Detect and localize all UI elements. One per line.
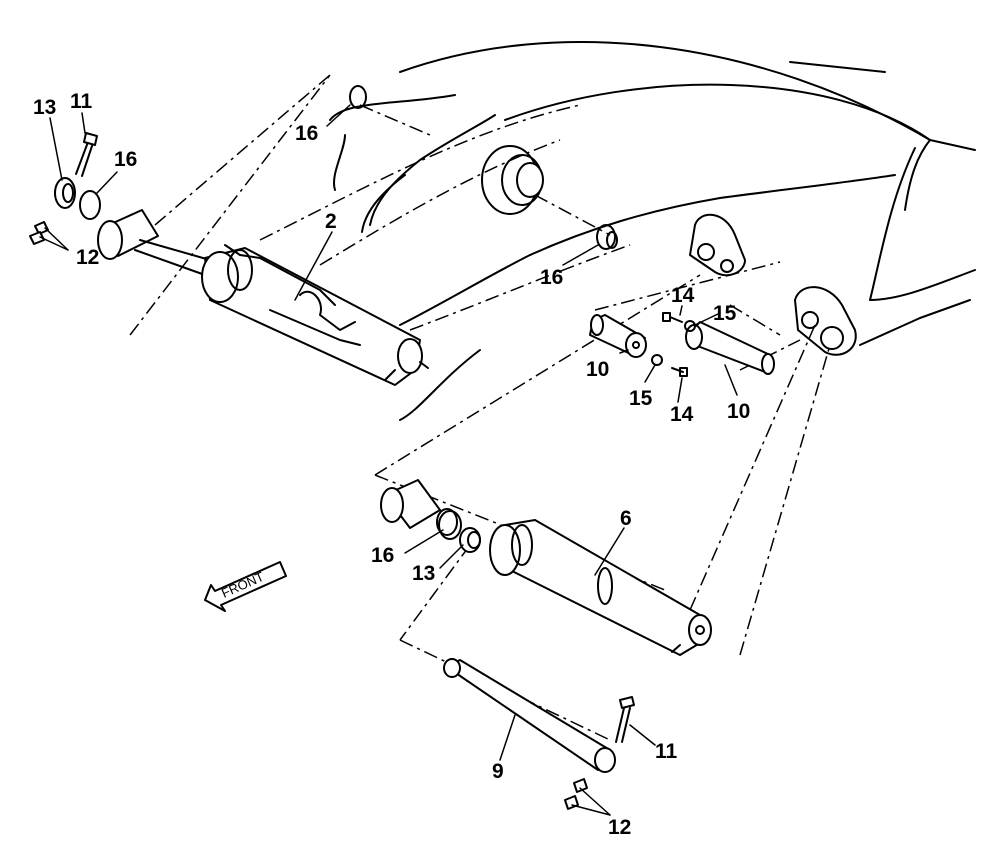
pin-10-right xyxy=(685,321,775,375)
pin-10-left xyxy=(589,314,647,358)
callout-labels: 13 11 16 12 16 2 16 14 15 10 15 14 10 6 … xyxy=(33,90,750,839)
washer-15-lower xyxy=(651,354,663,366)
bolt-11-lower xyxy=(615,696,635,743)
callout-2: 2 xyxy=(325,210,337,233)
nuts-12-lower xyxy=(564,778,588,810)
boom-pivot-lugs xyxy=(689,213,857,356)
callout-12-lower: 12 xyxy=(608,816,631,839)
callout-15-upper: 15 xyxy=(713,302,737,325)
callout-13-lower: 13 xyxy=(412,562,435,585)
callout-16-middle: 16 xyxy=(540,266,563,289)
callout-10-right: 10 xyxy=(727,400,750,423)
callout-13-upper: 13 xyxy=(33,96,56,119)
boom-outline xyxy=(399,41,976,421)
callout-11-upper: 11 xyxy=(70,90,93,113)
bolt-14-lower xyxy=(671,367,688,377)
callout-6: 6 xyxy=(620,507,632,530)
pin-boss xyxy=(481,145,544,215)
pin-9 xyxy=(443,658,616,773)
front-direction-arrow: FRONT xyxy=(204,561,287,612)
upper-cylinder xyxy=(97,209,429,386)
leader-lines xyxy=(129,74,831,741)
callout-10-left: 10 xyxy=(586,358,609,381)
rings-upper-left xyxy=(54,85,618,250)
callout-14-upper: 14 xyxy=(671,284,695,307)
callout-16-upper-left: 16 xyxy=(114,148,137,171)
callout-14-lower: 14 xyxy=(670,403,694,426)
callout-leaders xyxy=(39,104,738,816)
nuts-12-upper xyxy=(29,221,49,245)
bolt-14-upper xyxy=(662,312,683,323)
callout-16-upper: 16 xyxy=(295,122,318,145)
bolt-11-upper xyxy=(75,132,98,177)
callout-12-upper: 12 xyxy=(76,246,99,269)
rings-lower xyxy=(436,508,458,536)
callout-15-lower: 15 xyxy=(629,387,653,410)
callout-9: 9 xyxy=(492,760,504,783)
lower-cylinder xyxy=(380,479,712,656)
washer-15-upper xyxy=(684,320,696,332)
hose-routing xyxy=(329,94,496,233)
callout-11-lower: 11 xyxy=(655,740,678,763)
callout-16-lower: 16 xyxy=(371,544,394,567)
